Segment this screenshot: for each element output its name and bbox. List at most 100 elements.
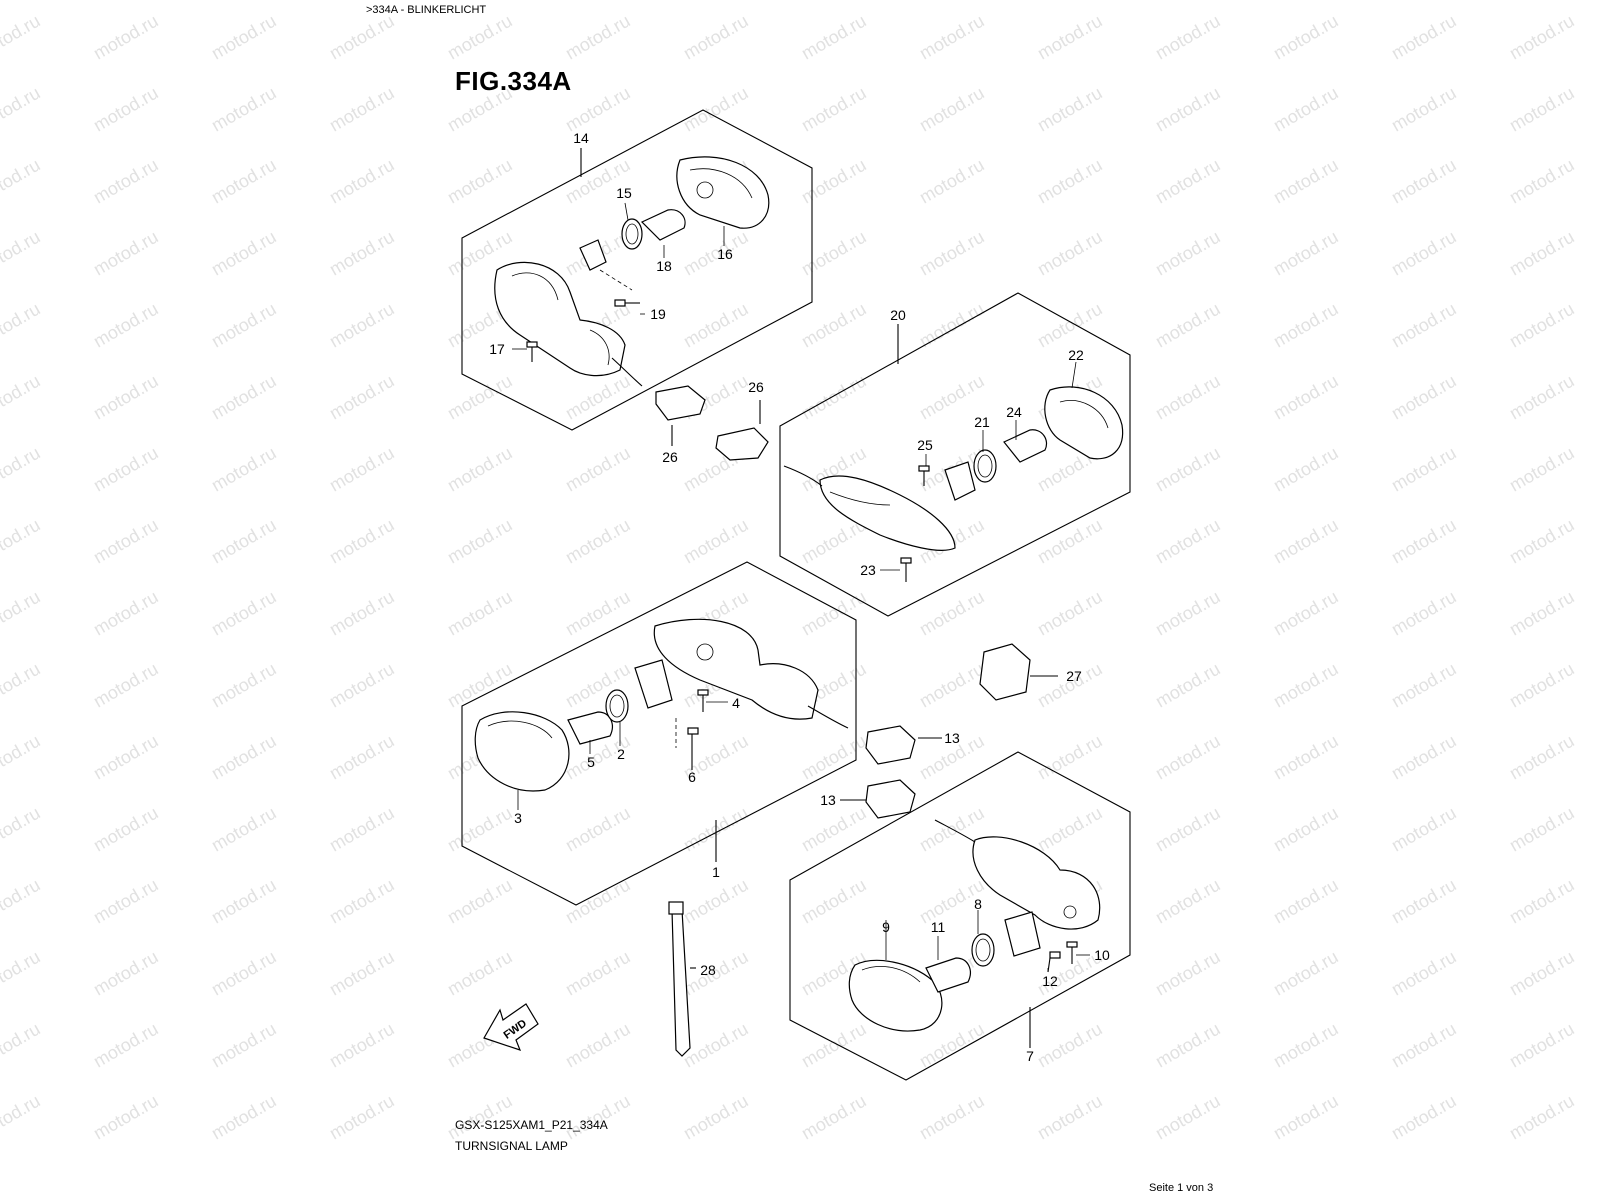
label-23: 23: [860, 562, 876, 578]
watermark-text: motod.ru: [326, 1019, 398, 1072]
label-14: 14: [573, 130, 589, 146]
label-3: 3: [514, 810, 522, 826]
watermark-text: motod.ru: [1270, 155, 1342, 208]
watermark-text: motod.ru: [1506, 803, 1578, 856]
watermark-text: motod.ru: [1270, 659, 1342, 712]
watermark-text: motod.ru: [1388, 947, 1460, 1000]
watermark-text: motod.ru: [326, 299, 398, 352]
watermark-text: motod.ru: [444, 155, 516, 208]
watermark-text: motod.ru: [326, 659, 398, 712]
watermark-text: motod.ru: [1506, 443, 1578, 496]
watermark-text: motod.ru: [0, 659, 44, 712]
socket-20: [944, 461, 976, 501]
watermark-text: motod.ru: [90, 515, 162, 568]
watermark-text: motod.ru: [798, 371, 870, 424]
watermark-text: motod.ru: [1506, 227, 1578, 280]
watermark-text: motod.ru: [1506, 515, 1578, 568]
watermark-text: motod.ru: [1152, 731, 1224, 784]
watermark-text: motod.ru: [90, 11, 162, 64]
watermark-text: motod.ru: [326, 1091, 398, 1144]
label-1: 1: [712, 864, 720, 880]
screw-25: [918, 465, 930, 486]
figure-title: FIG.334A: [455, 66, 572, 96]
watermark-text: motod.ru: [1388, 1019, 1460, 1072]
label-17: 17: [489, 341, 505, 357]
watermark-text: motod.ru: [326, 587, 398, 640]
screw-19: [614, 299, 640, 307]
watermark-text: motod.ru: [1388, 443, 1460, 496]
watermark-text: motod.ru: [1270, 11, 1342, 64]
ring-8: [971, 933, 995, 967]
ring-15: [621, 218, 643, 250]
lens-3: [474, 711, 570, 792]
watermark-text: motod.ru: [1506, 659, 1578, 712]
leader-lines: [512, 202, 1090, 972]
watermark-text: motod.ru: [326, 515, 398, 568]
label-20: 20: [890, 307, 906, 323]
clip-13-upper: [865, 725, 916, 765]
label-27: 27: [1066, 668, 1082, 684]
connector-27: [979, 643, 1058, 701]
watermark-text: motod.ru: [0, 587, 44, 640]
watermark-text: motod.ru: [326, 11, 398, 64]
screw-6: [687, 727, 699, 770]
watermark-text: motod.ru: [0, 371, 44, 424]
watermark-text: motod.ru: [562, 371, 634, 424]
label-4: 4: [732, 695, 740, 711]
bulb-24: [1003, 429, 1048, 463]
bulb-5: [567, 711, 613, 745]
watermark-text: motod.ru: [916, 83, 988, 136]
watermark-text: motod.ru: [0, 83, 44, 136]
assembly-frame-14: [461, 109, 813, 431]
label-7: 7: [1026, 1048, 1034, 1064]
watermark-text: motod.ru: [208, 443, 280, 496]
watermark-text: motod.ru: [90, 1091, 162, 1144]
watermark-text: motod.ru: [90, 155, 162, 208]
watermark-text: motod.ru: [1506, 155, 1578, 208]
watermark-text: motod.ru: [208, 515, 280, 568]
watermark-text: motod.ru: [208, 371, 280, 424]
label-9: 9: [882, 919, 890, 935]
watermark-text: motod.ru: [562, 515, 634, 568]
figure-caption: TURNSIGNAL LAMP: [455, 1139, 568, 1153]
label-28: 28: [700, 962, 716, 978]
watermark-text: motod.ru: [1388, 659, 1460, 712]
watermark-text: motod.ru: [90, 731, 162, 784]
watermark-text: motod.ru: [1388, 587, 1460, 640]
watermark-text: motod.ru: [562, 83, 634, 136]
watermark-text: motod.ru: [916, 11, 988, 64]
watermark-text: motod.ru: [444, 443, 516, 496]
clip-26-upper: [655, 385, 706, 421]
watermark-text: motod.ru: [680, 1019, 752, 1072]
watermark-text: motod.ru: [1034, 731, 1106, 784]
ring-21: [973, 449, 997, 483]
watermark-text: motod.ru: [326, 155, 398, 208]
label-24: 24: [1006, 404, 1022, 420]
watermark-text: motod.ru: [90, 803, 162, 856]
watermark-text: motod.ru: [916, 155, 988, 208]
socket-1: [634, 659, 677, 748]
watermark-text: motod.ru: [90, 875, 162, 928]
watermark-text: motod.ru: [326, 443, 398, 496]
watermark-text: motod.ru: [326, 731, 398, 784]
watermark-text: motod.ru: [1506, 731, 1578, 784]
assembly-frame-1: [461, 561, 857, 906]
watermark-text: motod.ru: [1270, 1019, 1342, 1072]
label-26-upper: 26: [748, 379, 764, 395]
watermark-text: motod.ru: [680, 515, 752, 568]
watermark-text: motod.ru: [1270, 515, 1342, 568]
watermark-text: motod.ru: [1152, 155, 1224, 208]
lens-9: [848, 959, 943, 1032]
label-18: 18: [656, 258, 672, 274]
watermark-text: motod.ru: [1270, 587, 1342, 640]
watermark-text: motod.ru: [1388, 371, 1460, 424]
label-16: 16: [717, 246, 733, 262]
watermark-text: motod.ru: [0, 227, 44, 280]
breadcrumb: >334A - BLINKERLICHT: [366, 4, 487, 16]
watermark-text: motod.ru: [326, 227, 398, 280]
watermark-text: motod.ru: [0, 731, 44, 784]
watermark-text: motod.ru: [208, 875, 280, 928]
watermark-text: motod.ru: [562, 1019, 634, 1072]
watermark-text: motod.ru: [1152, 875, 1224, 928]
assembly-frame-7: [789, 751, 1131, 1081]
